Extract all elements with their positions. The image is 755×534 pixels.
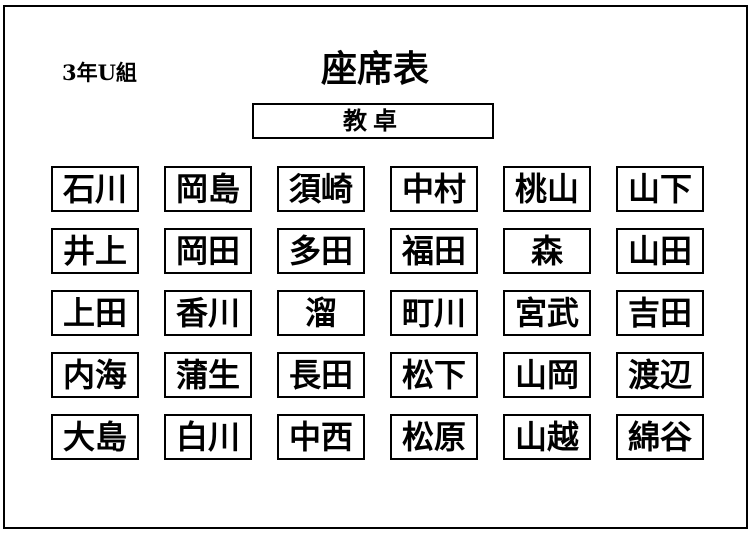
seat-name: 上田: [51, 290, 139, 336]
seat-name: 町川: [390, 290, 478, 336]
seat-name: 松原: [390, 414, 478, 460]
seat-name: 中村: [390, 166, 478, 212]
seat-name: 井上: [51, 228, 139, 274]
seat-name: 溜: [277, 290, 365, 336]
teacher-desk: 教卓: [252, 103, 494, 139]
seat-name: 多田: [277, 228, 365, 274]
seat-name: 吉田: [616, 290, 704, 336]
seat-name: 岡島: [164, 166, 252, 212]
seat-name: 白川: [164, 414, 252, 460]
seat-name: 長田: [277, 352, 365, 398]
seat-name: 大島: [51, 414, 139, 460]
seat-name: 綿谷: [616, 414, 704, 460]
seat-name: 蒲生: [164, 352, 252, 398]
seat-name: 森: [503, 228, 591, 274]
seat-name: 山下: [616, 166, 704, 212]
seat-name: 福田: [390, 228, 478, 274]
seat-name: 山田: [616, 228, 704, 274]
seat-grid: 石川岡島須崎中村桃山山下井上岡田多田福田森山田上田香川溜町川宮武吉田内海蒲生長田…: [51, 166, 705, 460]
seat-name: 渡辺: [616, 352, 704, 398]
seat-name: 桃山: [503, 166, 591, 212]
seat-name: 山越: [503, 414, 591, 460]
page-title: 座席表: [320, 48, 429, 90]
class-label: 3年U組: [62, 60, 137, 85]
seat-name: 香川: [164, 290, 252, 336]
seat-name: 岡田: [164, 228, 252, 274]
seat-name: 松下: [390, 352, 478, 398]
seating-chart-frame: [3, 5, 748, 529]
seat-name: 須崎: [277, 166, 365, 212]
seat-name: 山岡: [503, 352, 591, 398]
seat-name: 宮武: [503, 290, 591, 336]
seat-name: 石川: [51, 166, 139, 212]
seat-name: 中西: [277, 414, 365, 460]
seat-name: 内海: [51, 352, 139, 398]
